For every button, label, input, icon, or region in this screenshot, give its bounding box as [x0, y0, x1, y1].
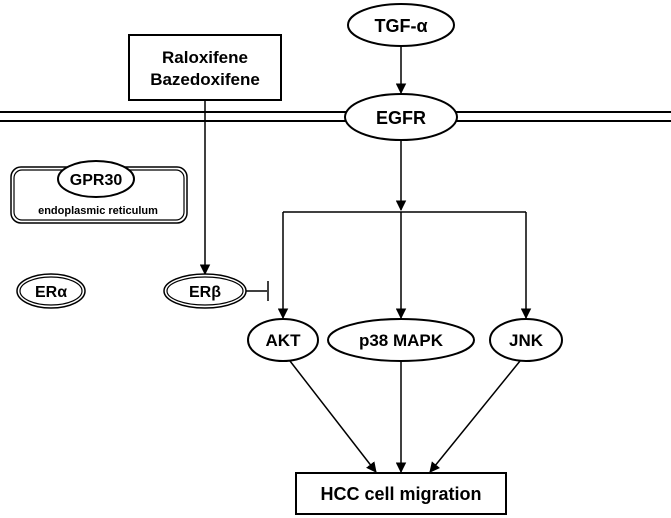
gpr30-label: GPR30 — [70, 172, 123, 189]
akt-label: AKT — [266, 331, 302, 350]
node-drugs: Raloxifene Bazedoxifene — [128, 34, 282, 101]
outcome-label: HCC cell migration — [320, 484, 481, 504]
node-egfr: EGFR — [344, 93, 458, 141]
node-p38-mapk: p38 MAPK — [327, 318, 475, 362]
node-akt: AKT — [247, 318, 319, 362]
cell-membrane — [0, 111, 671, 122]
egfr-label: EGFR — [376, 108, 426, 128]
node-er-beta: ERβ — [163, 273, 247, 309]
drug-raloxifene-label: Raloxifene — [162, 48, 248, 67]
node-tgf-alpha: TGF-α — [347, 3, 455, 47]
node-er-alpha: ERα — [16, 273, 86, 309]
er-compartment-label: endoplasmic reticulum — [38, 205, 158, 217]
tgf-label: TGF-α — [374, 16, 427, 36]
edges — [199, 46, 532, 474]
drug-bazedoxifene-label: Bazedoxifene — [150, 70, 260, 89]
node-hcc-migration: HCC cell migration — [295, 472, 507, 515]
p38-label: p38 MAPK — [359, 331, 444, 350]
era-label: ERα — [35, 284, 67, 301]
node-endoplasmic-reticulum: GPR30 endoplasmic reticulum — [10, 160, 188, 224]
edge-jnk-migration — [429, 360, 521, 473]
erb-label: ERβ — [189, 284, 221, 301]
edge-akt-migration — [289, 360, 377, 473]
node-jnk: JNK — [489, 318, 563, 362]
jnk-label: JNK — [509, 331, 544, 350]
